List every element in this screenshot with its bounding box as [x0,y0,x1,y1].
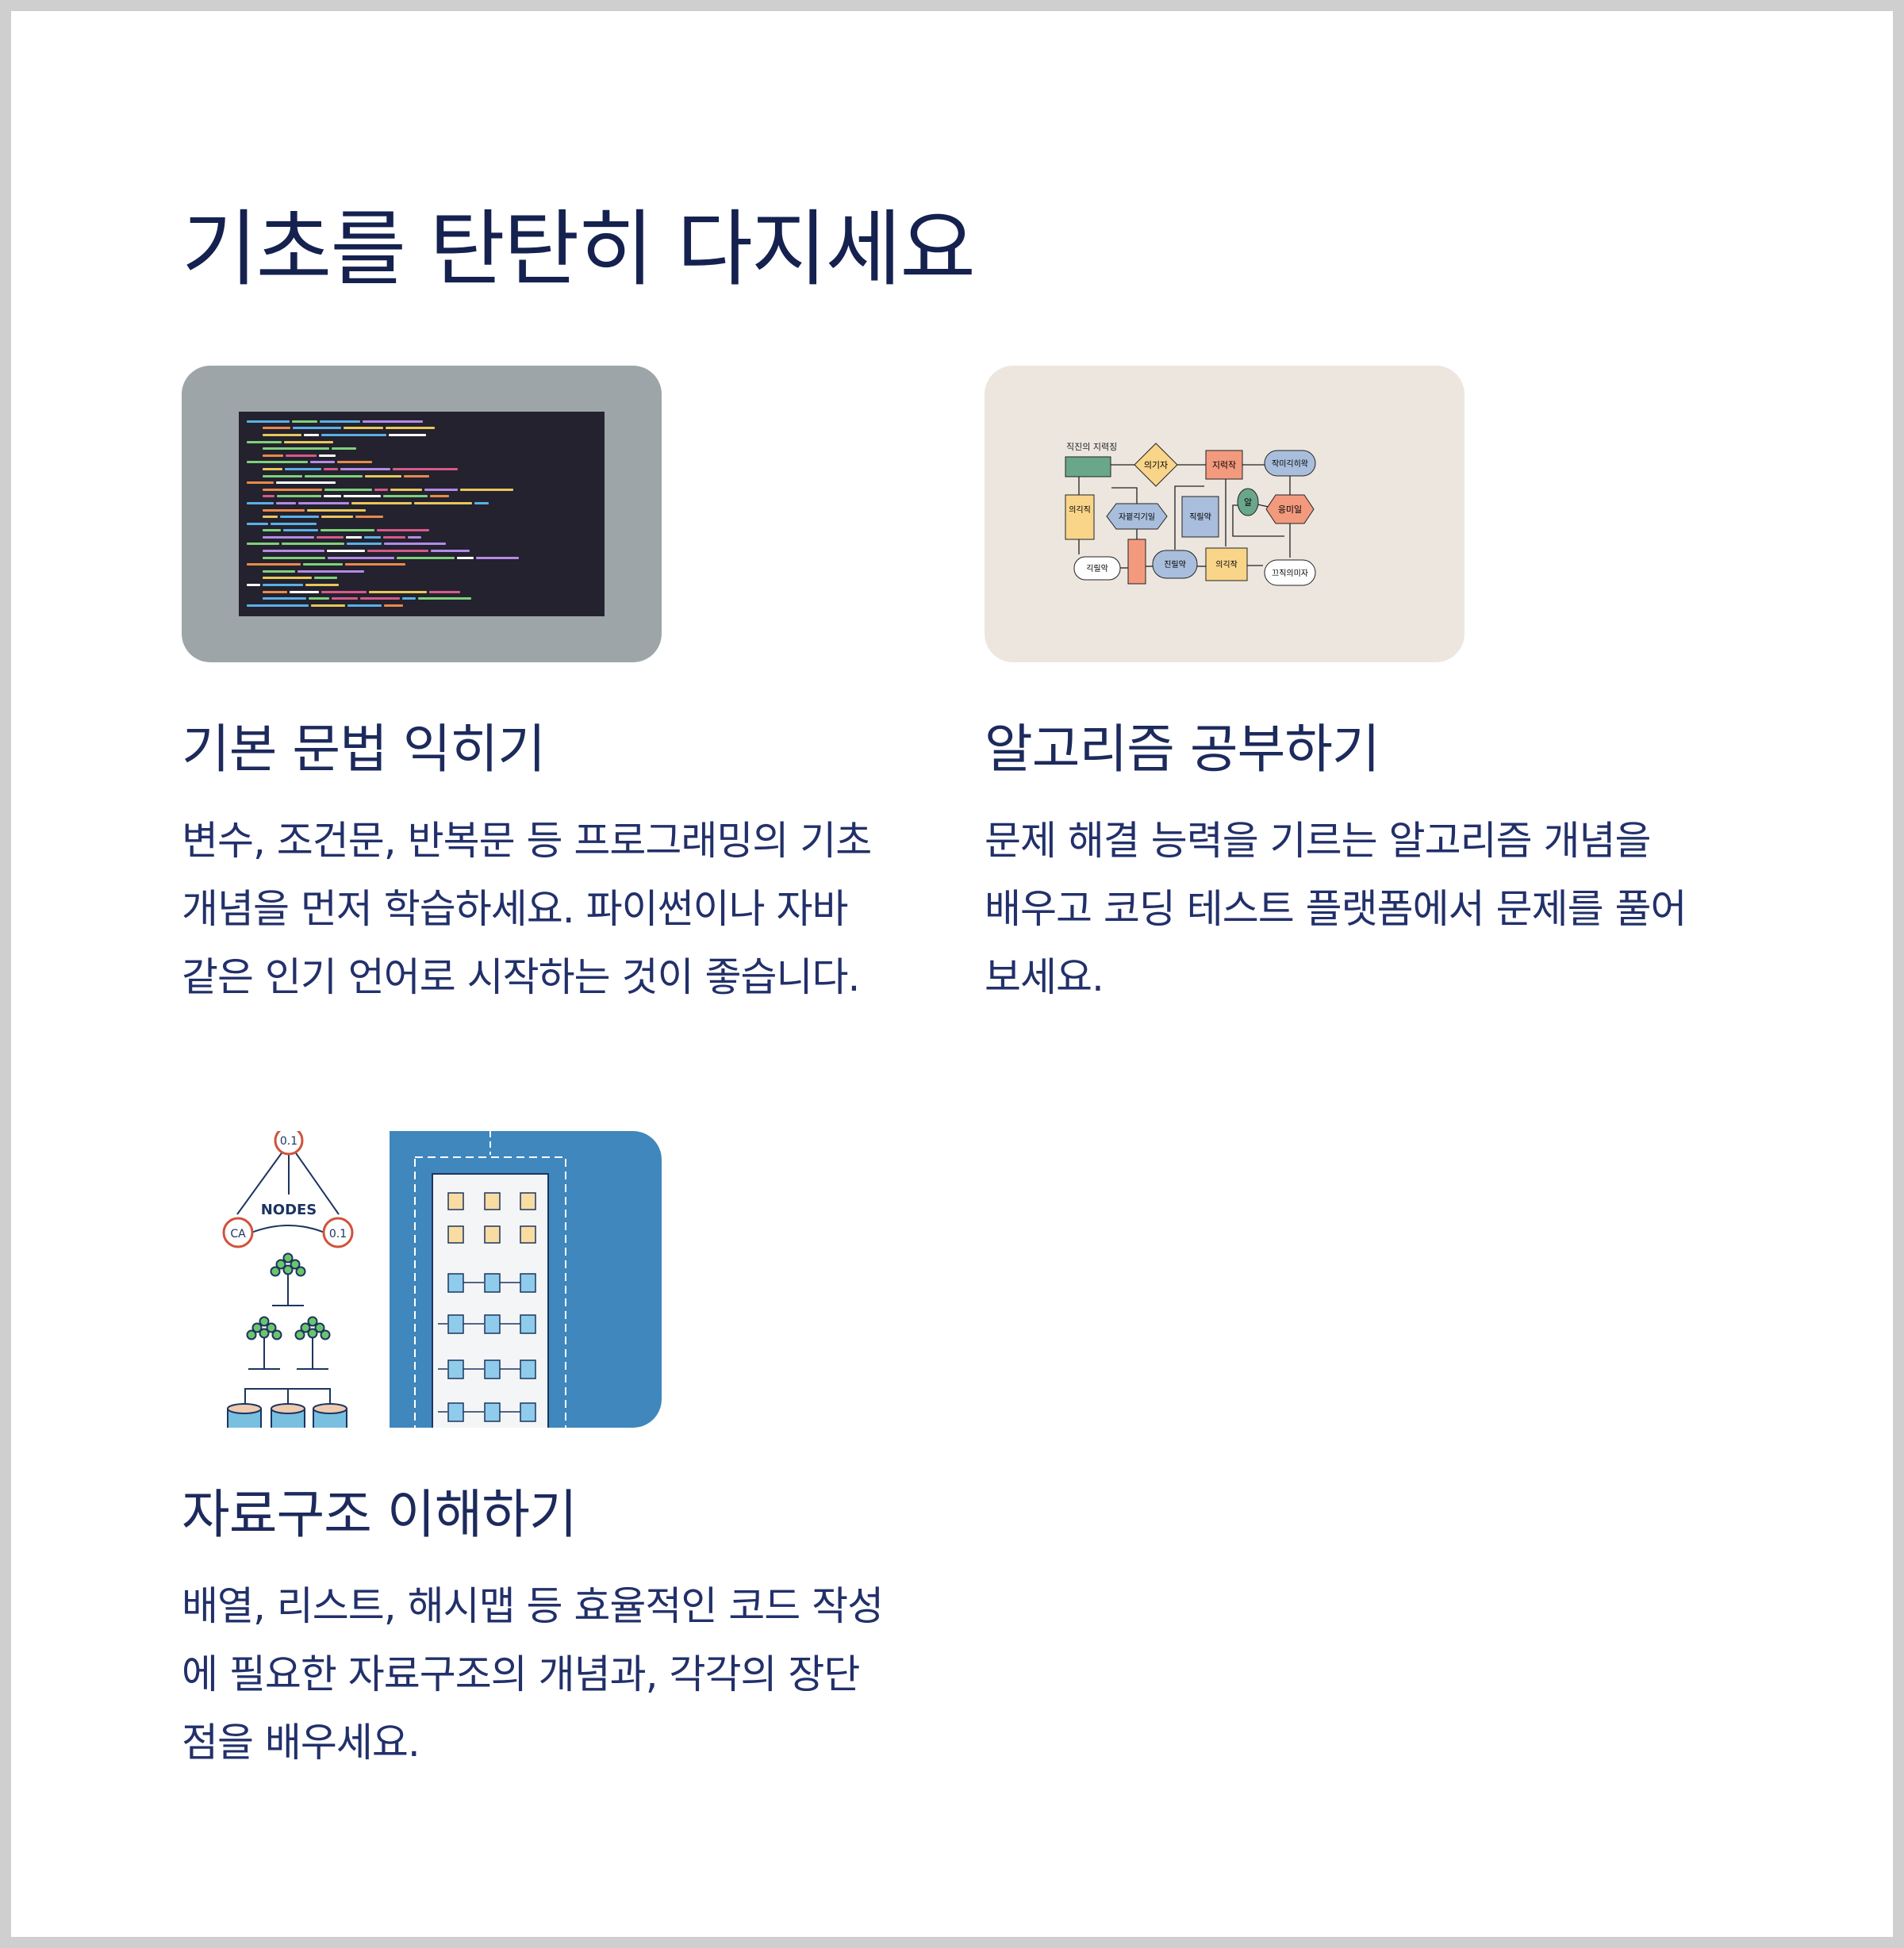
linked-list-node [447,1273,464,1293]
description-line: 개념을 먼저 학습하세요. 파이썬이나 자바 [182,886,848,932]
flowchart: 직진의 지력징 의기자 지럭작 작미긱히왁 의긱직 자끹긱기일 직릴약 알 응미… [1065,442,1316,586]
flow-label: 의긱작 [1215,560,1238,569]
node-label: CA [230,1228,246,1241]
code-line [247,554,597,562]
code-editor-image [182,366,662,662]
code-line [247,568,597,575]
card-data-structures: 0.1 CA 0.1 NODES 자료구조 이해하기 [182,1131,912,1777]
tree-icon [246,1316,282,1370]
node-label: 0.1 [329,1228,347,1241]
flow-label: 의기자 [1144,460,1168,470]
code-line [247,466,597,473]
flowchart-image: 직진의 지력징 의기자 지럭작 작미긱히왁 의긱직 자끹긱기일 직릴약 알 응미… [985,366,1464,662]
flow-label: 지럭작 [1212,460,1236,470]
tree-icon [294,1316,331,1370]
linked-list-node [520,1273,536,1293]
code-line [247,581,597,589]
code-line [247,431,597,439]
code-line [247,452,597,459]
linked-list-node [484,1359,501,1379]
description-line: 배우고 코딩 테스트 플랫폼에서 문제를 풀어 [985,886,1687,932]
linked-list-node [447,1402,464,1422]
array-cell [520,1225,536,1244]
code-line [247,541,597,548]
array-cell [520,1192,536,1210]
linked-list-node [484,1402,501,1422]
code-line [247,520,597,527]
description-line: 점을 배우세요. [182,1720,420,1766]
flow-label: 끄직의미자 [1272,569,1308,578]
card-heading: 자료구조 이해하기 [182,1484,578,1545]
card-description: 문제 해결 능력을 기르는 알고리즘 개념을 배우고 코딩 테스트 플랫폼에서 … [985,807,1714,1011]
linked-list-node [484,1314,501,1334]
data-structures-image: 0.1 CA 0.1 NODES [182,1131,662,1428]
flow-label: 직릴약 [1189,512,1211,522]
card-description: 배열, 리스트, 해시맵 등 효율적인 코드 작성 에 필요한 자료구조의 개념… [182,1572,912,1777]
code-line [247,486,597,493]
array-cell [484,1225,501,1244]
description-line: 에 필요한 자료구조의 개념과, 각각의 장단 [182,1651,860,1697]
code-line [247,439,597,446]
flow-label: 긱릴악 [1086,563,1108,573]
card-algorithms: 직진의 지력징 의기자 지럭작 작미긱히왁 의긱직 자끹긱기일 직릴약 알 응미… [985,366,1714,1011]
code-line [247,479,597,486]
code-line [247,445,597,452]
array-cell [447,1192,464,1210]
description-line: 보세요. [985,954,1104,1000]
flow-label: 진릴약 [1164,559,1186,569]
code-line [247,575,597,582]
description-line: 변수, 조건문, 반복문 등 프로그래밍의 기초 [182,818,872,864]
description-line: 같은 인기 언어로 시작하는 것이 좋습니다. [182,954,860,1000]
linked-list-node [447,1314,464,1334]
description-line: 배열, 리스트, 해시맵 등 효율적인 코드 작성 [182,1583,884,1629]
flow-label: 작미긱히왁 [1272,459,1308,469]
page: 기초를 탄탄히 다지세요 기본 문법 익히기 변수, 조건문, 반복문 등 프로… [11,11,1893,1937]
card-heading: 알고리즘 공부하기 [985,719,1380,780]
code-line [247,589,597,596]
linked-list-node [520,1359,536,1379]
flow-label: 의긱직 [1069,505,1091,515]
description-line: 문제 해결 능력을 기르는 알고리즘 개념을 [985,818,1651,864]
linked-list-node [520,1314,536,1334]
code-line [247,500,597,507]
code-line [247,507,597,514]
linked-list-node [484,1273,501,1293]
code-line [247,595,597,602]
page-title: 기초를 탄탄히 다지세요 [182,201,976,297]
card-heading: 기본 문법 익히기 [182,719,546,780]
code-line [247,513,597,520]
code-line [247,547,597,554]
card-description: 변수, 조건문, 반복문 등 프로그래밍의 기초 개념을 먼저 학습하세요. 파… [182,807,912,1011]
data-structures-diagram: 0.1 CA 0.1 NODES [222,1131,662,1428]
flow-rect-green [1065,456,1111,477]
code-line [247,602,597,609]
flow-label: 알 [1244,497,1252,508]
code-line [247,425,597,432]
code-line [247,418,597,425]
node-label: 0.1 [280,1135,298,1148]
code-line [247,534,597,541]
flow-caption: 직진의 지력징 [1066,442,1117,452]
code-line [247,473,597,480]
code-screen [239,412,605,616]
array-column [432,1173,549,1428]
linked-list-node [520,1402,536,1422]
tree-icon [270,1252,306,1306]
code-line [247,493,597,500]
card-basic-syntax: 기본 문법 익히기 변수, 조건문, 반복문 등 프로그래밍의 기초 개념을 먼… [182,366,912,1011]
linked-list-node [447,1359,464,1379]
flow-label: 응미일 [1278,504,1302,515]
flow-label: 자끹긱기일 [1119,512,1155,522]
code-line [247,459,597,466]
array-cell [447,1225,464,1244]
array-cell [484,1192,501,1210]
code-line [247,527,597,535]
nodes-label: NODES [261,1202,317,1218]
code-line [247,561,597,568]
